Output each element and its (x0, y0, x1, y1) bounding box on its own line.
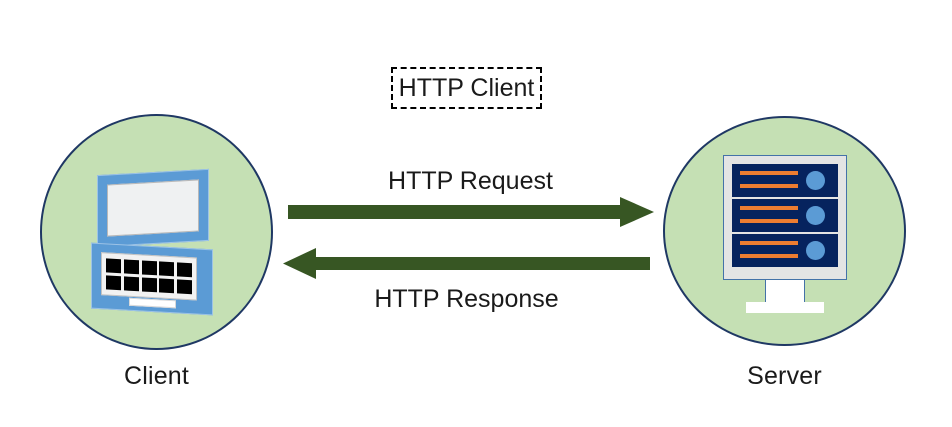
server-rack-unit (732, 199, 838, 232)
server-bar (740, 219, 798, 223)
laptop-screen (107, 179, 199, 237)
http-request-label: HTTP Request (388, 167, 553, 195)
server-rack-unit (732, 164, 838, 197)
server-bar (740, 171, 798, 175)
keyboard-row (106, 275, 192, 295)
server-led-icon (806, 241, 825, 260)
laptop-base (91, 242, 213, 316)
keyboard-key (177, 262, 192, 278)
keyboard-key (159, 278, 175, 294)
keyboard-key (159, 261, 175, 277)
server-bar (740, 241, 798, 245)
laptop-trackpad (129, 297, 176, 309)
http-response-label: HTTP Response (374, 285, 559, 313)
server-unit-bars (740, 241, 798, 267)
keyboard-key (123, 276, 139, 292)
http-response-arrow (283, 248, 650, 279)
server-unit-bars (740, 171, 798, 197)
server-node-caption: Server (747, 362, 822, 390)
server-bar (740, 254, 798, 258)
server-bar (740, 206, 798, 210)
server-rack-unit (732, 234, 838, 267)
server-bar (740, 184, 798, 188)
keyboard-key (177, 279, 192, 295)
server-led-icon (806, 171, 825, 190)
http-request-arrow (288, 197, 654, 227)
keyboard-key (106, 275, 121, 291)
laptop-keyboard (101, 252, 197, 301)
server-unit-bars (740, 206, 798, 232)
laptop-icon (91, 168, 213, 316)
keyboard-row (106, 258, 192, 278)
server-stand-foot (746, 302, 824, 313)
keyboard-key (141, 260, 157, 276)
laptop-lid (97, 168, 209, 248)
http-client-title-box: HTTP Client (391, 67, 542, 109)
server-led-icon (806, 206, 825, 225)
keyboard-key (106, 258, 121, 274)
server-rack-icon (723, 155, 847, 313)
client-node-caption: Client (123, 362, 190, 390)
http-client-title-label: HTTP Client (398, 73, 535, 102)
keyboard-key (141, 277, 157, 293)
server-chassis (723, 155, 847, 280)
keyboard-key (123, 259, 139, 275)
